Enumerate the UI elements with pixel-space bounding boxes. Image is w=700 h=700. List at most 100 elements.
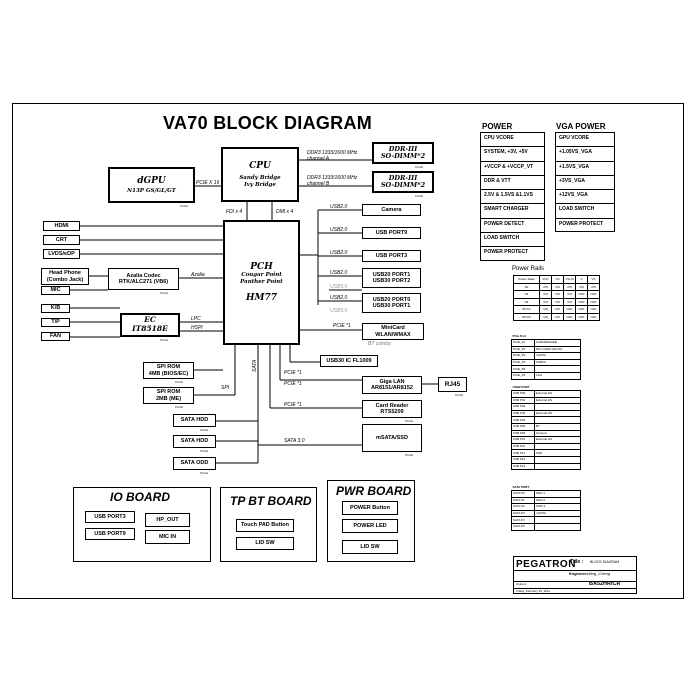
rails-cell: ON bbox=[563, 290, 576, 299]
company-logo: PEGATRON bbox=[516, 559, 576, 570]
minicard-line2: WLAN/WMAX bbox=[375, 331, 411, 338]
usb-table-cell: USB P11 bbox=[511, 449, 535, 457]
azalia-codec-block: Azalia Codec RTK/ALC271 (VB6) bbox=[108, 268, 179, 290]
rails-cell: OFF bbox=[563, 305, 576, 314]
page-tag: PAGE bbox=[160, 338, 169, 342]
touchpad-port: T/P bbox=[41, 318, 70, 327]
cardreader-bus-label: PCIE *1 bbox=[284, 402, 302, 408]
pcie-table-cell: PCIE_P6 bbox=[511, 371, 535, 380]
sata-table-cell: SATA P4 bbox=[511, 516, 535, 524]
io-board bbox=[73, 487, 211, 562]
vga-power-item: +1.5VS_VGA bbox=[556, 162, 614, 176]
lan-bus-label: PCIE *1 bbox=[284, 381, 302, 387]
vga-power-list: GPU VCORE +1.05VS_VGA +1.5VS_VGA +3VS_VG… bbox=[555, 132, 615, 232]
sata-table-title: SATA PORT bbox=[512, 485, 530, 489]
pch-chip: HM77 bbox=[246, 292, 277, 303]
page-tag: PAGE bbox=[405, 453, 414, 457]
power-list: CPU VCORE SYSTEM, +3V, +5V +VCCP & +VCCP… bbox=[480, 132, 545, 261]
fdi-label: FDI x 4 bbox=[226, 209, 243, 215]
io-usb-port3: USB PORT3 bbox=[85, 511, 135, 523]
pch-title: PCH bbox=[250, 261, 273, 272]
engineer-value: Wing_Cheng bbox=[587, 571, 611, 576]
dimm-b-line1: DDR-III bbox=[388, 173, 418, 182]
spi-label: SPI bbox=[221, 385, 230, 391]
lan-line1: Giga LAN bbox=[379, 378, 405, 385]
pcie-extra-label: PCIE *1 bbox=[284, 370, 302, 376]
sata-odd-block: SATA ODD bbox=[173, 457, 216, 470]
rails-cell: ON bbox=[563, 297, 576, 306]
vga-power-title: VGA POWER bbox=[556, 122, 606, 131]
rails-cell: OFF bbox=[575, 297, 588, 306]
azalia-bus-label: Azalia bbox=[191, 272, 205, 278]
pwr-board bbox=[327, 480, 415, 562]
usb-table-cell: USB P06 bbox=[511, 429, 535, 438]
dmi-label: DMI x 4 bbox=[276, 209, 294, 215]
usb-port01-line1: USB20 PORT0 bbox=[372, 296, 411, 303]
usb-table-row: USB P12 bbox=[511, 455, 581, 464]
page-tag: PAGE bbox=[455, 393, 464, 397]
rj45-port: RJ45 bbox=[438, 377, 467, 392]
pcie-table-cell: PCIE_P2 bbox=[511, 345, 535, 354]
cpu-line2: Ivy Bridge bbox=[244, 181, 276, 188]
dgpu-title: dGPU bbox=[137, 175, 166, 186]
crt-port: CRT bbox=[43, 235, 80, 245]
sata-table-cell bbox=[534, 516, 581, 524]
rails-cell: S0 bbox=[513, 282, 540, 291]
usb-bus-label-camera: USB2.0 bbox=[330, 204, 348, 210]
rails-cell: ON bbox=[551, 312, 564, 321]
power-item: POWER PROTECT bbox=[484, 249, 529, 256]
page-tag: PAGE bbox=[160, 291, 169, 295]
tp-bt-board-title: TP BT BOARD bbox=[230, 494, 312, 508]
usb-table-cell: USB P01 bbox=[511, 396, 535, 405]
usb-table-cell: USB P05 bbox=[511, 422, 535, 431]
pwr-board-title: PWR BOARD bbox=[336, 484, 412, 498]
usb-table-cell: USB P10 bbox=[511, 442, 535, 451]
power-item: 2.5V & 1.5VS &1.1VS bbox=[481, 190, 544, 205]
rails-cell: OFF bbox=[575, 312, 588, 321]
dgpu-block: dGPU N13P GS/GL/GT bbox=[108, 167, 195, 203]
sata-table-cell: SATA P1 bbox=[511, 496, 535, 505]
usb-table-cell bbox=[534, 455, 581, 464]
rails-cell: S4 bbox=[513, 297, 540, 306]
pcie-table-cell: CARDREADER bbox=[534, 339, 581, 347]
bt-combo-label: BT combo bbox=[368, 341, 391, 347]
pcie-table-cell: mSATA bbox=[534, 352, 581, 360]
sata-table-cell: SATA P5 bbox=[511, 522, 535, 531]
usb-table-cell: USB P12 bbox=[511, 455, 535, 464]
usb-table-cell: External HS bbox=[534, 396, 581, 405]
usb-port1-2-block: USB20 PORT1 USB30 PORT2 bbox=[362, 268, 421, 288]
dgpu-model: N13P GS/GL/GT bbox=[127, 188, 176, 195]
hspi-label: HSPI bbox=[191, 325, 203, 331]
ec-line1: EC bbox=[144, 315, 156, 325]
usb-port9-block: USB PORT9 bbox=[362, 227, 421, 239]
spirom1-line1: SPI ROM bbox=[156, 364, 181, 371]
rails-cell: ON bbox=[539, 282, 552, 291]
sata-bus-label: SATA bbox=[252, 359, 258, 372]
usb-table-cell: USB P04 bbox=[511, 416, 535, 424]
mic-port: MIC bbox=[41, 286, 70, 295]
dimm-a-channel-label: channel A bbox=[307, 156, 330, 162]
dimm-a-line1: DDR-III bbox=[388, 144, 418, 153]
power-rails-title: Power Rails bbox=[512, 266, 545, 272]
rails-cell: ON bbox=[551, 290, 564, 299]
vga-power-item: +1.05VS_VGA bbox=[556, 147, 614, 162]
page-tag: PAGE bbox=[405, 419, 414, 423]
power-button: POWER Button bbox=[342, 501, 398, 515]
cpu-line1: Sandy Bridge bbox=[239, 175, 281, 182]
lvds-port: LVDS/eDP bbox=[43, 249, 80, 259]
usb-table-cell: Camera bbox=[534, 429, 581, 438]
keyboard-port: K/B bbox=[41, 304, 70, 313]
minicard-block: MiniCard WLAN/WMAX bbox=[362, 323, 424, 340]
sata-table-cell: mSATA bbox=[534, 509, 581, 518]
